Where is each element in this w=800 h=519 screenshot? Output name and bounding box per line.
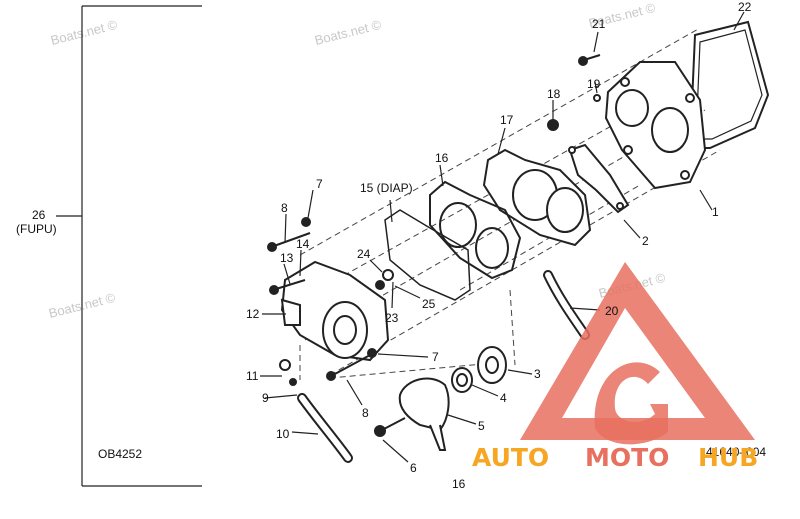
group-name: (FUPU) bbox=[16, 222, 57, 236]
callout-8a: 8 bbox=[281, 201, 288, 215]
watermark-1: Boats.net © bbox=[49, 17, 119, 48]
callout-11: 11 bbox=[246, 369, 259, 383]
callout-16a: 16 bbox=[435, 151, 449, 165]
callout-labels: 1 2 3 4 5 6 7 7 8 8 9 10 11 12 13 14 15 … bbox=[246, 0, 752, 491]
callout-8b: 8 bbox=[362, 406, 369, 420]
diaphragm-body-17 bbox=[482, 148, 592, 247]
logo-text-auto: AUTO bbox=[472, 443, 549, 472]
callout-7b: 7 bbox=[432, 350, 439, 364]
watermark-2: Boats.net © bbox=[313, 17, 383, 48]
callout-1: 1 bbox=[712, 205, 719, 219]
callout-14: 14 bbox=[296, 237, 310, 251]
callout-17: 17 bbox=[500, 113, 514, 127]
callout-2: 2 bbox=[642, 234, 649, 248]
autohub-logo-triangle bbox=[520, 262, 755, 445]
callout-10: 10 bbox=[276, 427, 290, 441]
figure-code: OB4252 bbox=[98, 447, 142, 461]
callout-19: 19 bbox=[587, 77, 601, 91]
callout-7a: 7 bbox=[316, 177, 323, 191]
logo-text-hub: HUB bbox=[698, 443, 758, 472]
valve-disc-3 bbox=[477, 346, 507, 384]
washer-4 bbox=[451, 367, 473, 393]
callout-24: 24 bbox=[357, 247, 371, 261]
callout-25: 25 bbox=[422, 297, 436, 311]
callout-3: 3 bbox=[534, 367, 541, 381]
pump-housing-12 bbox=[280, 260, 390, 362]
callout-15: 15 (DIAP) bbox=[360, 181, 413, 195]
hose-10-inner bbox=[299, 395, 351, 461]
part-code: 41640–004 bbox=[706, 445, 766, 459]
callout-20: 20 bbox=[605, 304, 619, 318]
diaphragm-15 bbox=[384, 209, 471, 301]
cover-plate-1 bbox=[604, 61, 707, 190]
callout-12: 12 bbox=[246, 307, 260, 321]
hose-20-inner bbox=[545, 272, 588, 338]
plate-2 bbox=[568, 143, 630, 214]
logo-text-moto: MOTO bbox=[585, 443, 669, 472]
callout-16b: 16 bbox=[452, 477, 466, 491]
callout-5: 5 bbox=[478, 419, 485, 433]
callout-13: 13 bbox=[280, 251, 294, 265]
callout-22: 22 bbox=[738, 0, 752, 14]
callout-23: 23 bbox=[385, 311, 399, 325]
group-bracket bbox=[56, 5, 202, 487]
leader-lines bbox=[260, 11, 745, 463]
screws bbox=[267, 54, 601, 437]
callout-9: 9 bbox=[262, 391, 269, 405]
callout-18: 18 bbox=[547, 87, 561, 101]
cap-5 bbox=[398, 377, 450, 451]
callout-4: 4 bbox=[500, 391, 507, 405]
group-number: 26 bbox=[32, 208, 46, 222]
callout-6: 6 bbox=[410, 461, 417, 475]
gasket-16 bbox=[429, 180, 522, 280]
callout-21: 21 bbox=[592, 17, 606, 31]
